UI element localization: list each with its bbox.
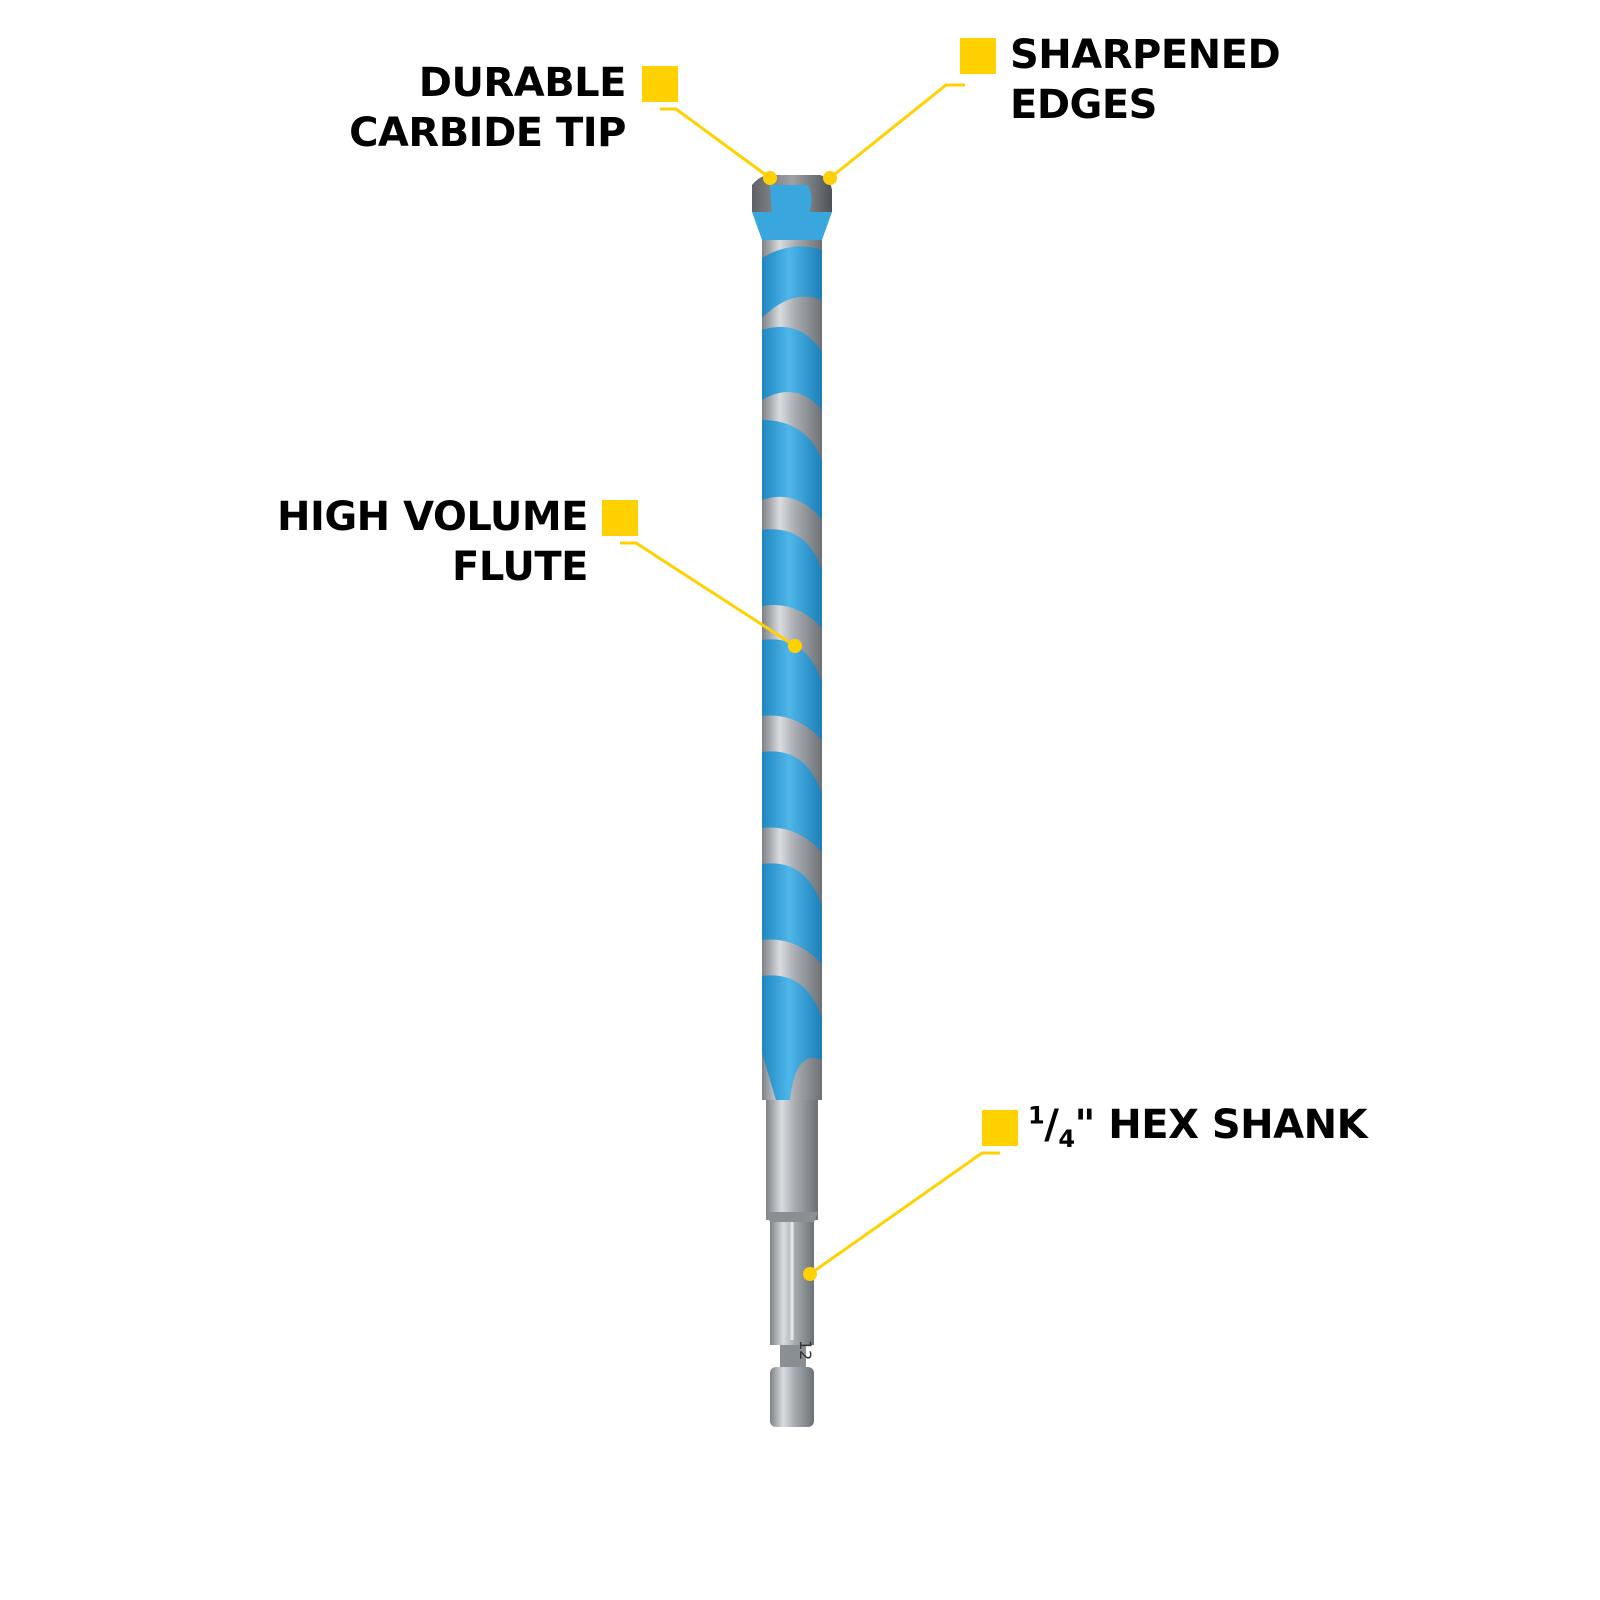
round-shank (766, 1090, 818, 1222)
marker-carbide-tip (642, 66, 678, 102)
shank-marking: 12 (796, 1340, 815, 1360)
label-hex-shank-text: " HEX SHANK (1074, 1102, 1368, 1148)
label-sharpened-edges-line1: SHARPENED (1010, 32, 1281, 78)
leader-sharpened-edges (829, 83, 965, 180)
dot-sharpened-edges (823, 171, 837, 185)
label-carbide-tip-line2: CARBIDE TIP (349, 110, 626, 156)
label-flute: HIGH VOLUME FLUTE (276, 492, 589, 592)
marker-flute (602, 500, 638, 536)
leader-flute (620, 541, 796, 648)
dot-flute (788, 639, 802, 653)
label-carbide-tip: DURABLE CARBIDE TIP (349, 58, 626, 158)
fluted-body (762, 240, 822, 1100)
leader-hex-shank (809, 1151, 1000, 1276)
label-sharpened-edges: SHARPENED EDGES (1010, 30, 1281, 130)
dot-hex-shank (803, 1267, 817, 1281)
label-carbide-tip-line1: DURABLE (418, 60, 627, 106)
label-flute-line2: FLUTE (452, 544, 588, 590)
label-sharpened-edges-line2: EDGES (1010, 82, 1158, 128)
marker-sharpened-edges (960, 38, 996, 74)
label-hex-shank-denominator: 4 (1058, 1125, 1075, 1153)
dot-carbide-tip (763, 171, 777, 185)
leader-lines (620, 83, 1000, 1276)
marker-hex-shank (982, 1110, 1018, 1146)
leader-carbide-tip (660, 107, 771, 180)
flute-spiral (762, 246, 822, 1100)
label-hex-shank: 1/4" HEX SHANK (1028, 1101, 1368, 1153)
leader-dots (763, 171, 837, 1281)
carbide-tip (752, 175, 832, 240)
label-hex-shank-numerator: 1 (1028, 1101, 1045, 1130)
label-flute-line1: HIGH VOLUME (276, 494, 589, 540)
hex-shank: 12 (770, 1215, 815, 1427)
